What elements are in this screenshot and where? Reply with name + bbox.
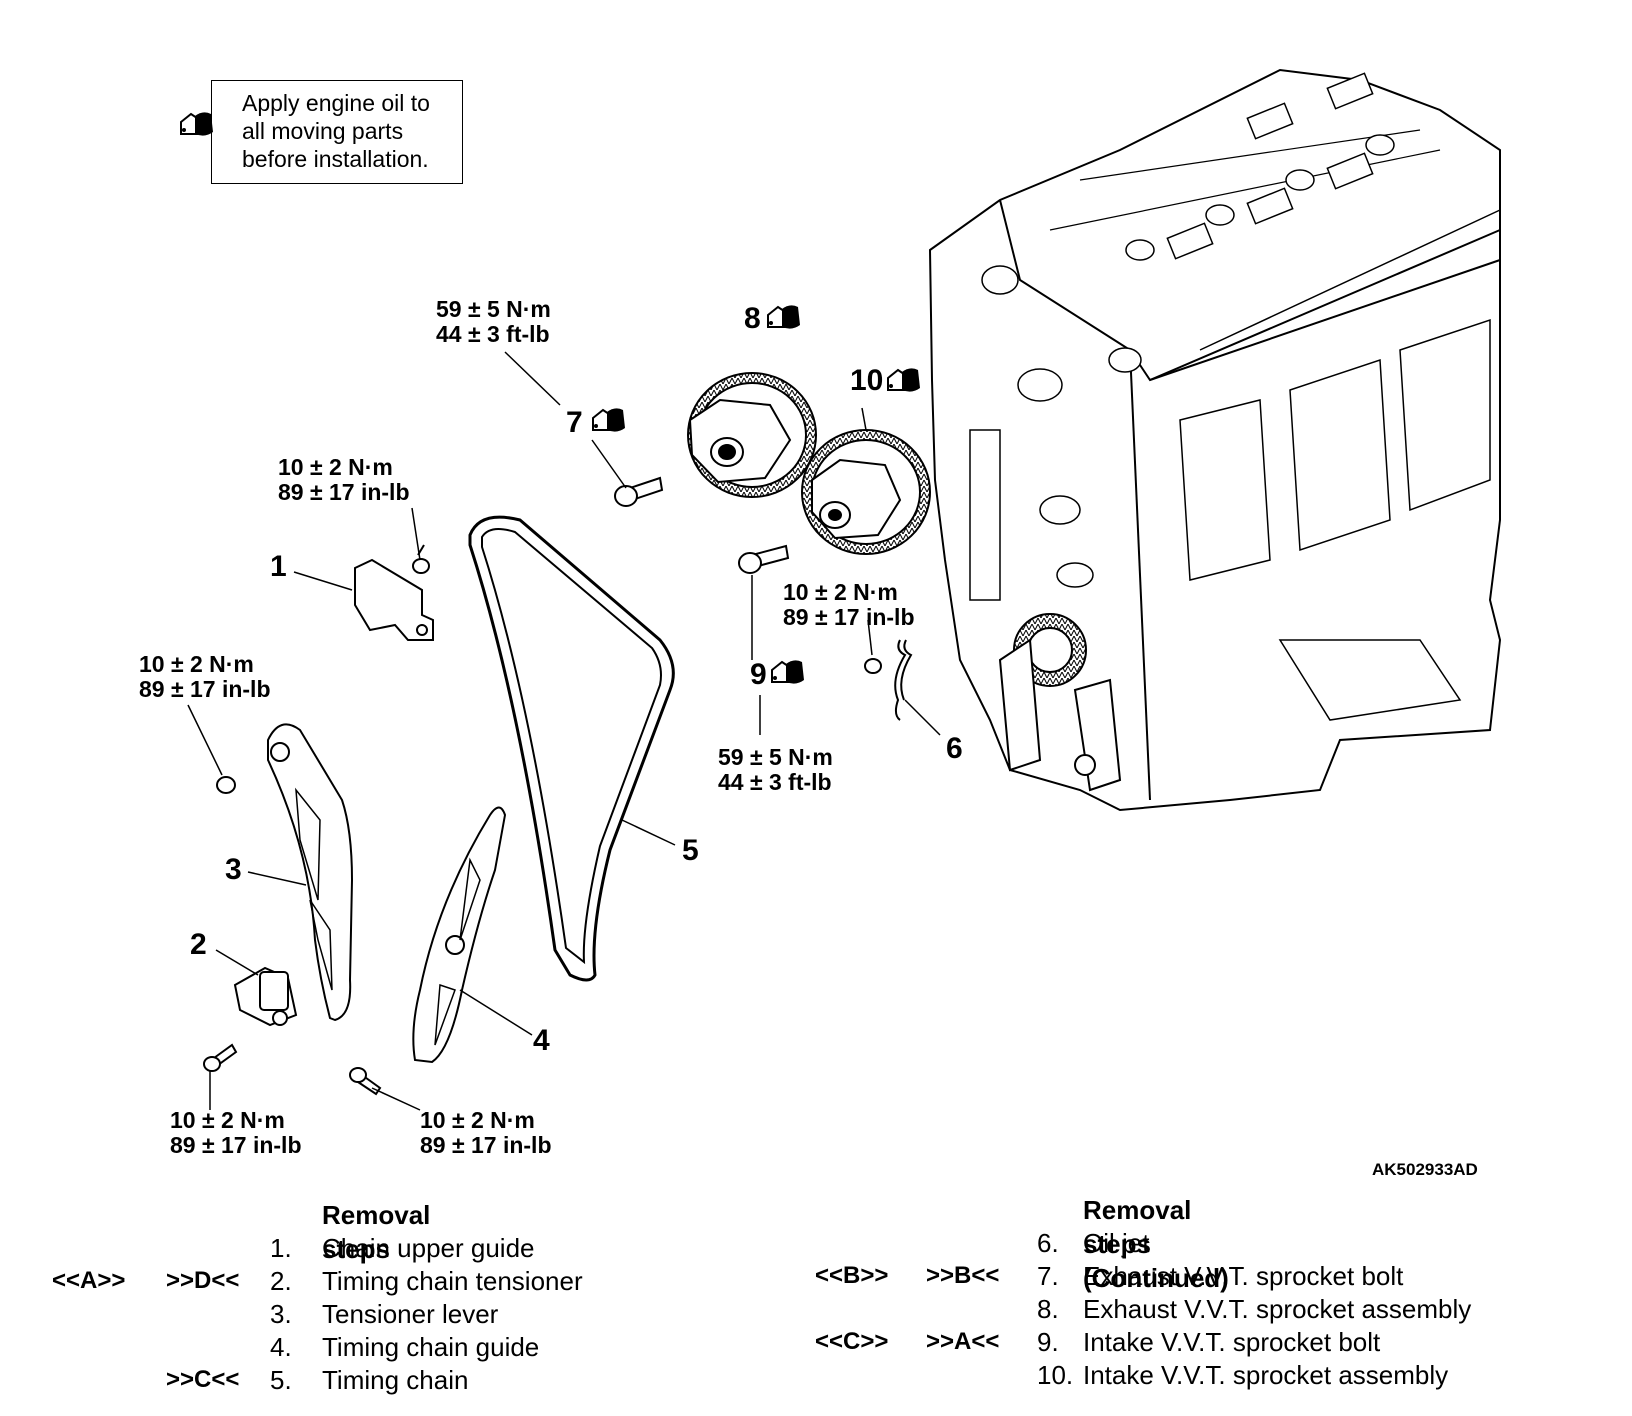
installation-ref: >>D<< (166, 1267, 240, 1294)
timing-chain-tensioner (233, 966, 298, 1027)
callout-5: 5 (682, 834, 699, 867)
exhaust-sprocket-bolt (614, 476, 664, 507)
torque-label-1: 10 ± 2 N·m 89 ± 17 in-lb (278, 455, 410, 505)
torque-metric: 10 ± 2 N·m (420, 1107, 535, 1133)
oil-jet (864, 639, 913, 721)
note-line: Apply engine oil to (242, 90, 430, 116)
installation-ref: >>B<< (926, 1262, 1000, 1289)
timing-chain (468, 515, 675, 982)
installation-ref: >>A<< (926, 1328, 1000, 1355)
step-number: 5. (270, 1365, 292, 1395)
torque-imperial: 89 ± 17 in-lb (170, 1132, 302, 1158)
step-number: 2. (270, 1266, 292, 1296)
callout-4: 4 (533, 1024, 550, 1057)
step-label: Intake V.V.T. sprocket bolt (1083, 1327, 1381, 1357)
torque-imperial: 44 ± 3 ft-lb (718, 769, 832, 795)
step-label: Timing chain guide (322, 1332, 540, 1362)
callout-9: 9 (750, 658, 767, 691)
timing-chain-guide (412, 806, 507, 1064)
step-label: Oil jet (1083, 1228, 1150, 1258)
torque-imperial: 44 ± 3 ft-lb (436, 321, 550, 347)
step-label: Chain upper guide (322, 1233, 535, 1263)
callout-3: 3 (225, 853, 242, 886)
oil-note-text: Apply engine oil to all moving parts bef… (242, 89, 430, 173)
figure-id: AK502933AD (1372, 1160, 1478, 1179)
step-label: Timing chain tensioner (322, 1266, 583, 1296)
torque-label-9: 59 ± 5 N·m 44 ± 3 ft-lb (718, 745, 833, 795)
callout-7: 7 (566, 406, 583, 439)
engine-block (928, 68, 1502, 812)
exhaust-vvt-sprocket (687, 372, 817, 498)
step-number: 7. (1037, 1261, 1059, 1291)
callout-6: 6 (946, 732, 963, 765)
step-number: 3. (270, 1299, 292, 1329)
torque-imperial: 89 ± 17 in-lb (278, 479, 410, 505)
step-label: Exhaust V.V.T. sprocket assembly (1083, 1294, 1472, 1324)
step-number: 9. (1037, 1327, 1059, 1357)
tensioner-lever (267, 723, 354, 1022)
step-number: 4. (270, 1332, 292, 1362)
intake-vvt-sprocket (801, 429, 931, 555)
torque-imperial: 89 ± 17 in-lb (783, 604, 915, 630)
callout-8: 8 (744, 302, 761, 335)
removal-steps-title: Removal steps (322, 1200, 431, 1264)
step-number: 10. (1037, 1360, 1074, 1390)
torque-label-7: 59 ± 5 N·m 44 ± 3 ft-lb (436, 297, 551, 347)
oil-can-icon (180, 111, 214, 137)
callout-2: 2 (190, 928, 207, 961)
torque-imperial: 89 ± 17 in-lb (420, 1132, 552, 1158)
removal-ref: <<A>> (52, 1267, 126, 1294)
callout-1: 1 (270, 550, 287, 583)
torque-label-4: 10 ± 2 N·m 89 ± 17 in-lb (420, 1108, 552, 1158)
torque-metric: 10 ± 2 N·m (139, 651, 254, 677)
step-number: 1. (270, 1233, 292, 1263)
removal-ref: <<B>> (815, 1262, 889, 1289)
oil-can-icon (887, 367, 921, 393)
torque-metric: 10 ± 2 N·m (783, 579, 898, 605)
step-number: 6. (1037, 1228, 1059, 1258)
note-line: all moving parts (242, 118, 404, 144)
torque-metric: 59 ± 5 N·m (436, 296, 551, 322)
note-line: before installation. (242, 146, 429, 172)
torque-metric: 10 ± 2 N·m (278, 454, 393, 480)
step-label: Timing chain (322, 1365, 469, 1395)
step-label: Tensioner lever (322, 1299, 499, 1329)
chain-upper-guide (354, 544, 434, 641)
removal-ref: <<C>> (815, 1328, 889, 1355)
oil-can-icon (771, 659, 805, 685)
step-label: Exhaust V.V.T. sprocket bolt (1083, 1261, 1404, 1291)
torque-metric: 59 ± 5 N·m (718, 744, 833, 770)
installation-ref: >>C<< (166, 1366, 240, 1393)
intake-sprocket-bolt (738, 544, 790, 574)
oil-can-icon (592, 407, 626, 433)
torque-metric: 10 ± 2 N·m (170, 1107, 285, 1133)
small-bolts (203, 776, 382, 1096)
leader-lines (187, 351, 941, 1111)
torque-label-3: 10 ± 2 N·m 89 ± 17 in-lb (139, 652, 271, 702)
removal-steps-continued-title: Removal steps (Continued) (1083, 1195, 1229, 1293)
torque-label-6: 10 ± 2 N·m 89 ± 17 in-lb (783, 580, 915, 630)
torque-label-2: 10 ± 2 N·m 89 ± 17 in-lb (170, 1108, 302, 1158)
torque-imperial: 89 ± 17 in-lb (139, 676, 271, 702)
oil-note-box: Apply engine oil to all moving parts bef… (211, 80, 463, 184)
step-number: 8. (1037, 1294, 1059, 1324)
oil-can-icon (767, 304, 801, 330)
callout-10: 10 (850, 364, 884, 397)
step-label: Intake V.V.T. sprocket assembly (1083, 1360, 1449, 1390)
